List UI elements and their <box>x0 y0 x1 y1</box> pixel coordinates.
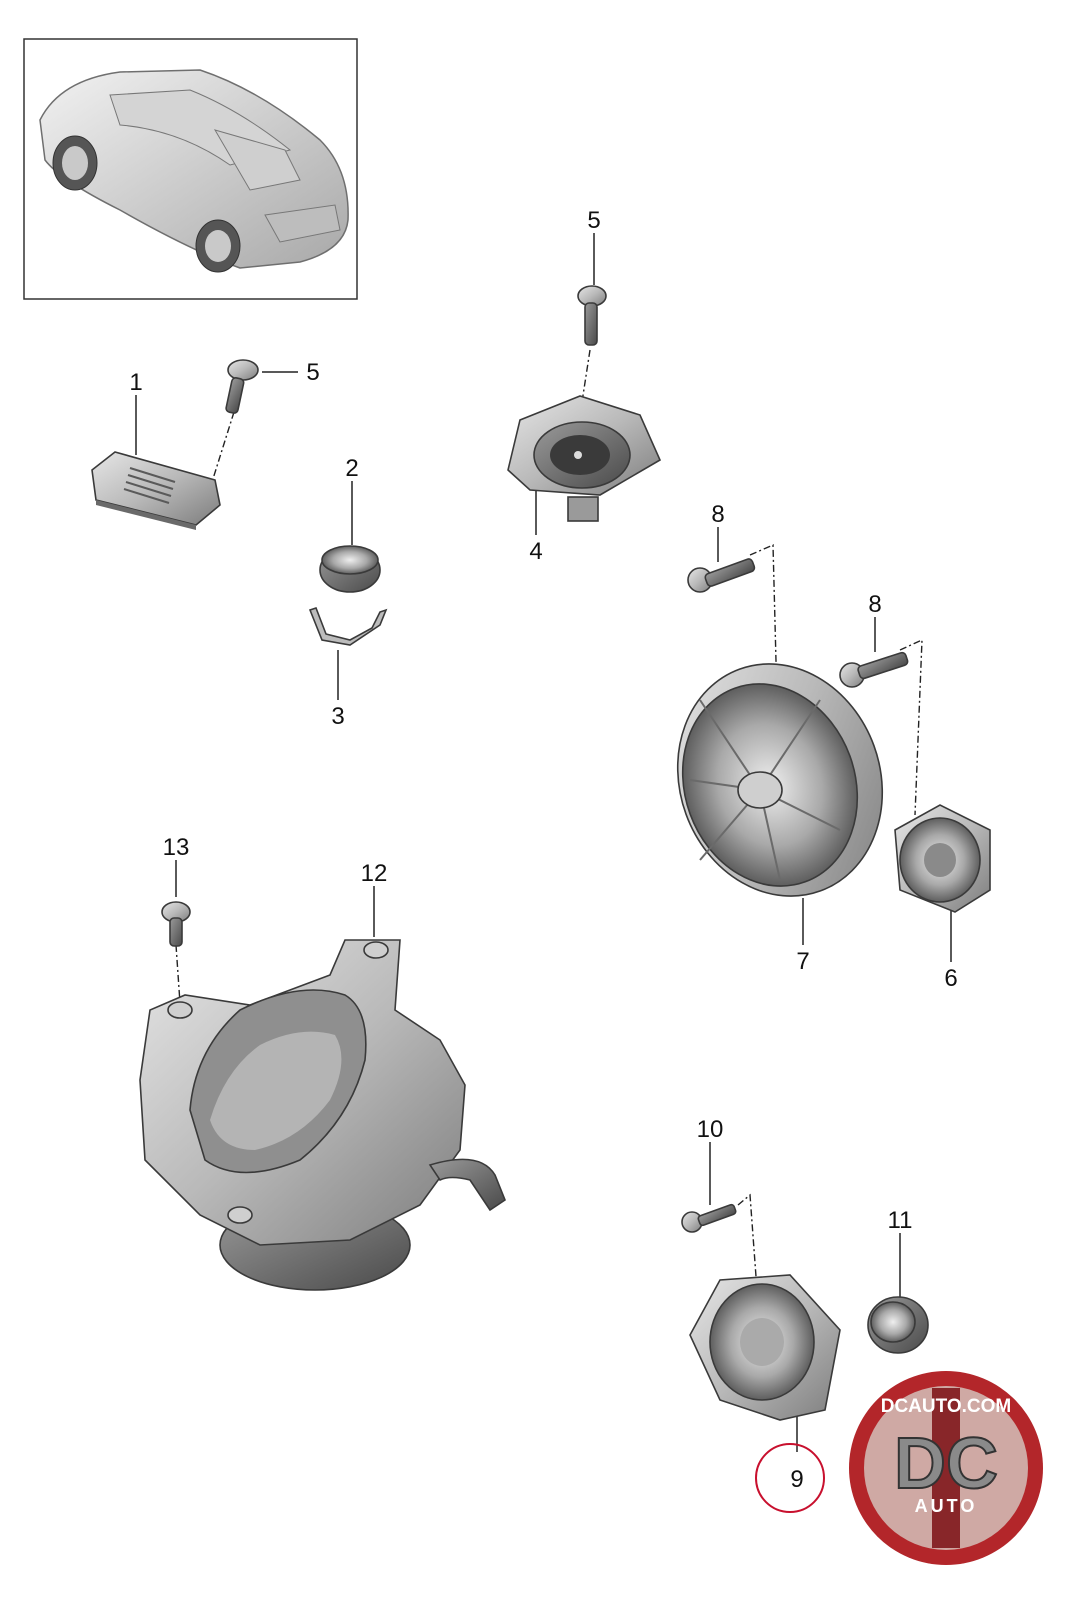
logo-letters: DC <box>894 1424 998 1504</box>
highlight-circle <box>755 1443 825 1513</box>
callout-2: 2 <box>345 455 358 482</box>
screw-left <box>161 901 191 947</box>
callout-6: 6 <box>944 965 957 992</box>
callout-13: 13 <box>163 834 190 861</box>
callout-1: 1 <box>129 369 142 396</box>
tweeter-bracket <box>308 606 388 646</box>
callout-5-top: 5 <box>587 207 600 234</box>
callout-labels: 1 5 2 3 5 4 8 8 7 6 13 12 10 11 9 <box>129 207 958 1513</box>
callout-4: 4 <box>529 538 542 565</box>
logo-auto-word: AUTO <box>915 1496 978 1516</box>
rear-speaker <box>689 1274 841 1421</box>
callout-3: 3 <box>331 703 344 730</box>
vehicle-thumbnail <box>23 38 358 300</box>
leader-lines <box>135 233 952 1452</box>
callout-10: 10 <box>697 1116 724 1143</box>
dcauto-watermark-logo: DCAUTO.COM DC AUTO <box>849 1371 1043 1565</box>
bolt-upper <box>687 558 756 593</box>
callout-7: 7 <box>796 948 809 975</box>
bolt-lower <box>839 651 909 688</box>
callout-9: 9 <box>790 1466 803 1493</box>
amplifier-module <box>91 451 221 530</box>
callout-8-upper: 8 <box>711 501 724 528</box>
screw-lower-right <box>681 1203 737 1233</box>
callout-5-left: 5 <box>306 359 319 386</box>
subwoofer-enclosure <box>139 939 506 1291</box>
door-woofer <box>676 663 884 897</box>
screw-top-center <box>577 285 607 346</box>
midrange-speaker <box>894 804 991 913</box>
small-tweeter <box>867 1296 929 1354</box>
callout-8-lower: 8 <box>868 591 881 618</box>
logo-site-text: DCAUTO.COM <box>881 1396 1012 1417</box>
callout-12: 12 <box>361 860 388 887</box>
tweeter-speaker <box>319 545 381 593</box>
car-illustration <box>39 69 349 273</box>
center-speaker <box>507 395 662 522</box>
callout-11: 11 <box>888 1207 913 1234</box>
screw-upper-left <box>225 359 259 414</box>
